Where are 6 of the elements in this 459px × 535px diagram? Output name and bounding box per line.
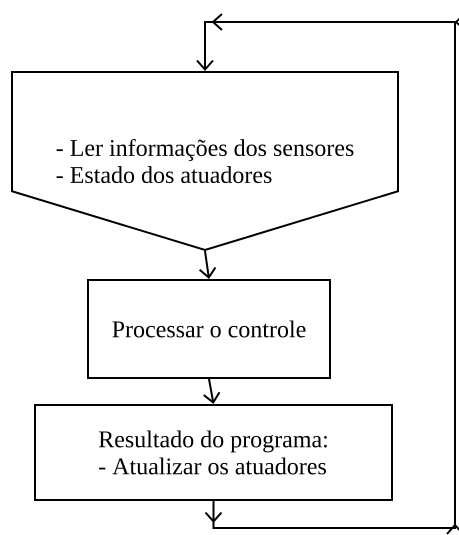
arrow [198, 250, 216, 279]
process-box: Processar o controle [87, 279, 331, 379]
arrow [196, 13, 459, 535]
arrow [203, 378, 220, 404]
process-box: Resultado do programa: - Atualizar os atuadores [34, 404, 393, 501]
pentagon-box: - Ler informações dos sensores - Estado dos atuadores [11, 71, 399, 252]
